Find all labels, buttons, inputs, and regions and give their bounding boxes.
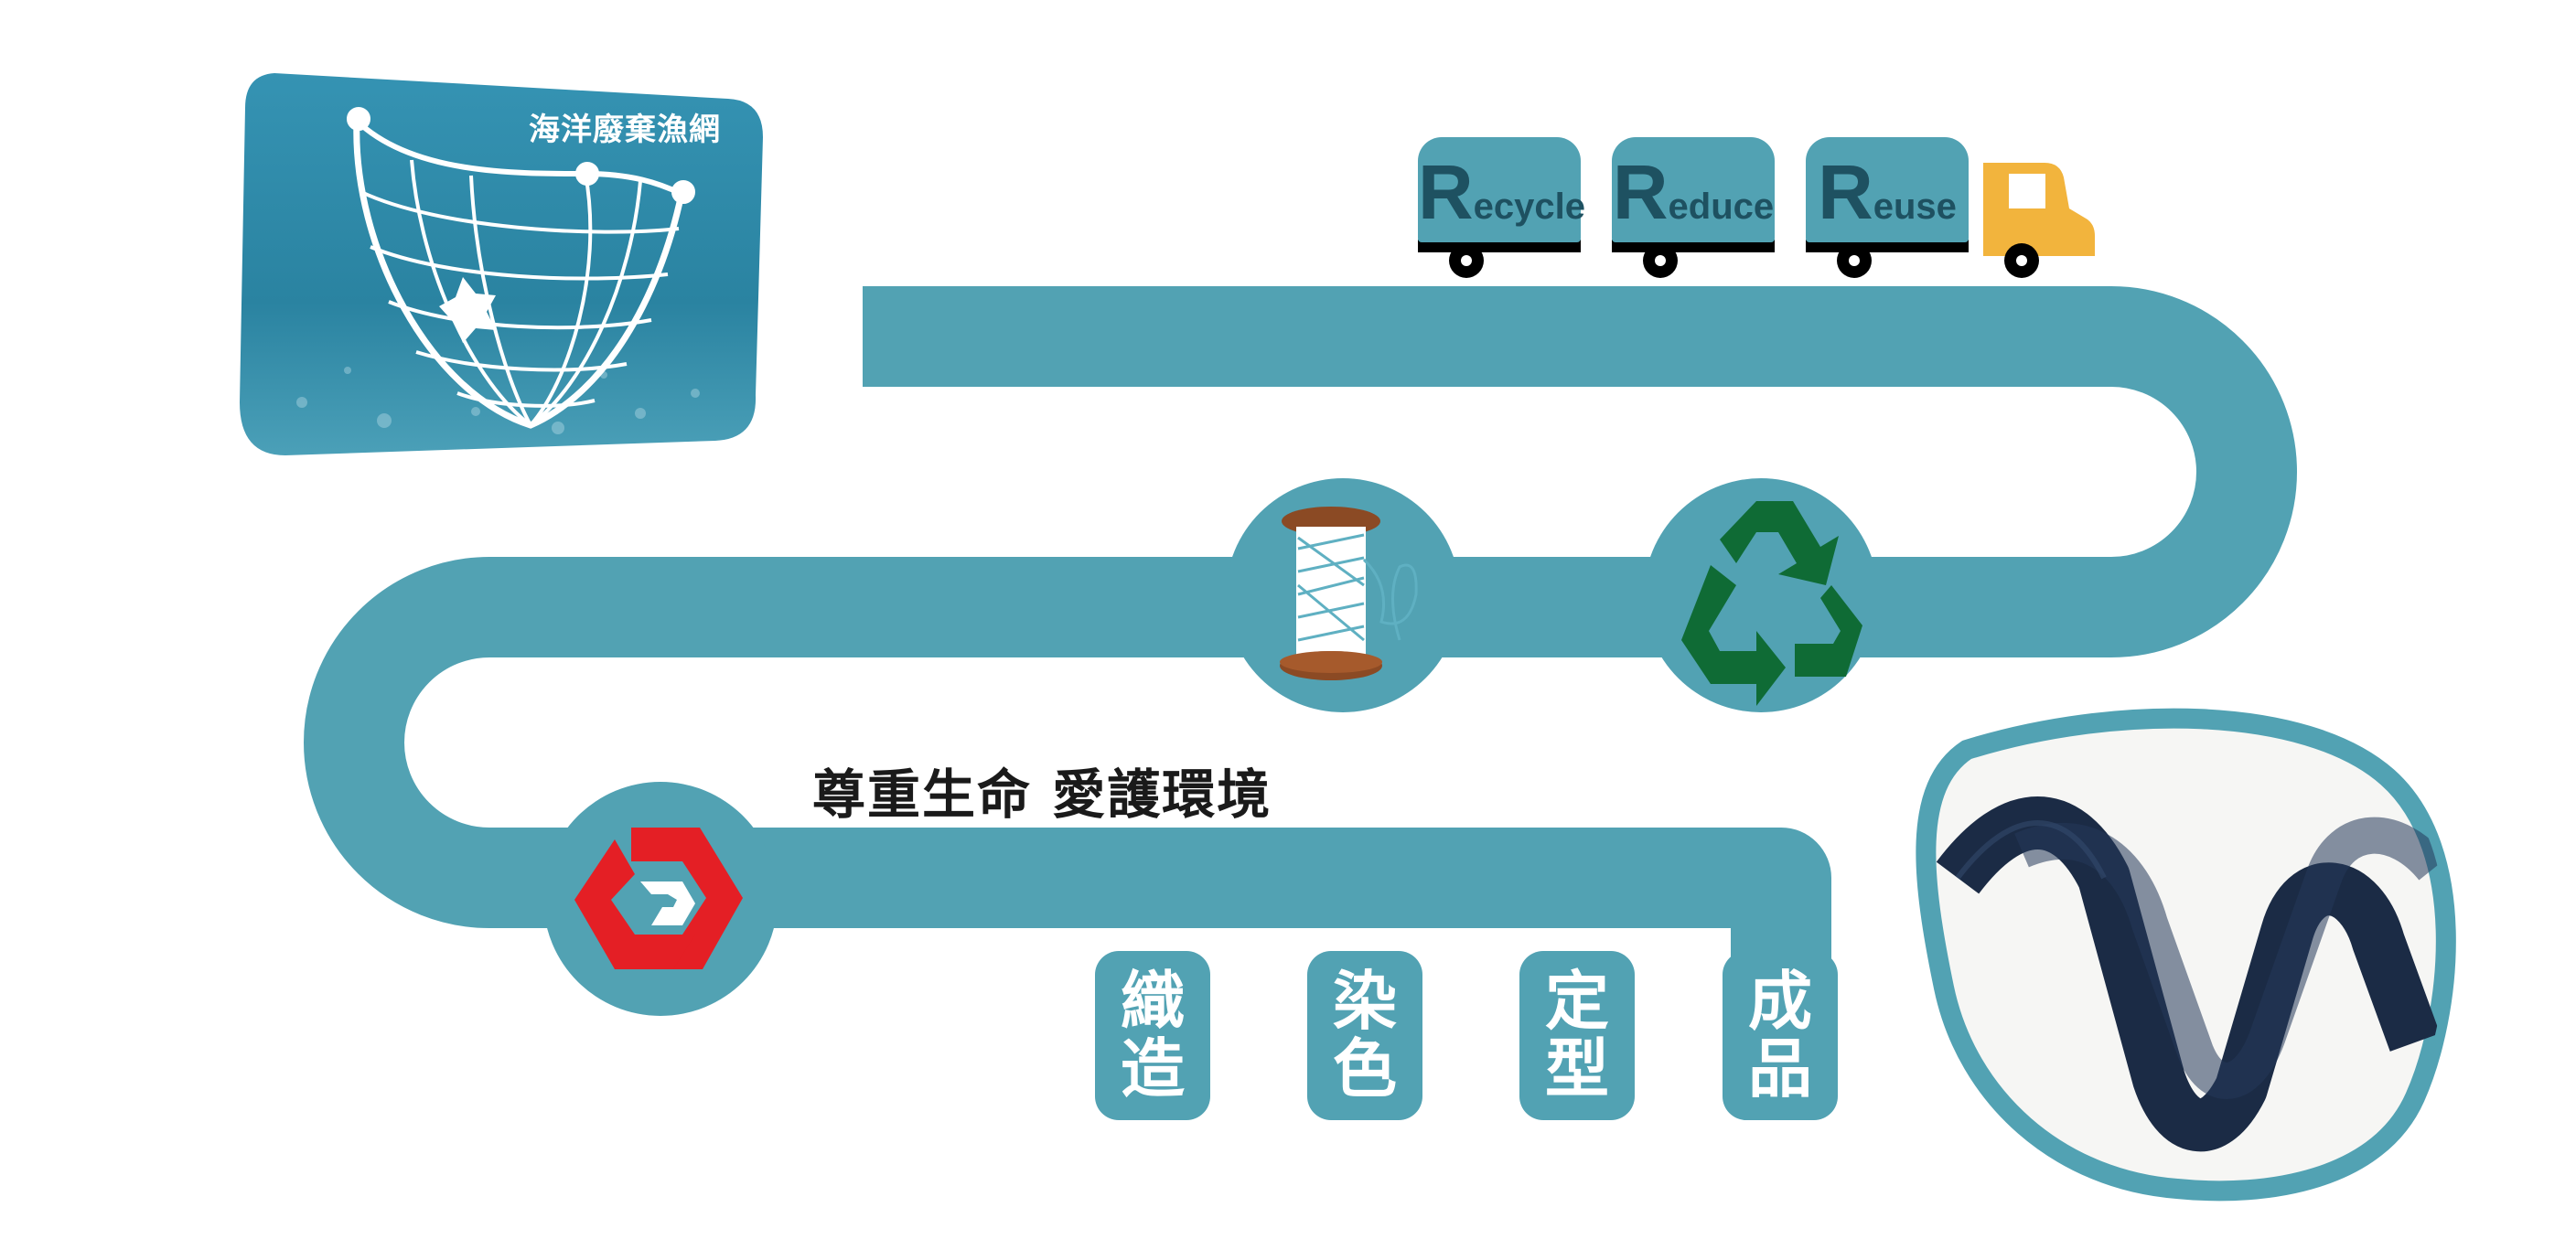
- thread-spool-icon: [1280, 507, 1418, 680]
- fishing-net-icon: [347, 107, 695, 429]
- step-label: 織造: [1121, 964, 1185, 1106]
- step-dyeing: 染色: [1307, 951, 1422, 1120]
- winding-path: [304, 286, 2297, 960]
- brand-node: [543, 782, 778, 1016]
- step-label: 成品: [1748, 964, 1812, 1106]
- recycle-node: [1644, 478, 1878, 712]
- cargo-rest: ecycle: [1473, 187, 1586, 227]
- fishing-net-card: [240, 73, 763, 455]
- brand-logo-icon: [574, 828, 743, 969]
- cargo-rest: educe: [1668, 187, 1775, 227]
- cargo-initial: R: [1418, 149, 1474, 235]
- cargo-word-reduce: Reduce: [1612, 148, 1775, 237]
- strap-product-frame: [1916, 708, 2456, 1202]
- thread-spool-node: [1226, 478, 1460, 712]
- slogan-text: 尊重生命 愛護環境: [812, 764, 1272, 826]
- cargo-word-reuse: Reuse: [1806, 148, 1969, 237]
- cargo-box-reuse: Reuse: [1806, 137, 1969, 242]
- cargo-box-recycle: Recycle: [1418, 137, 1585, 242]
- step-label: 染色: [1333, 964, 1397, 1106]
- cargo-word-recycle: Recycle: [1418, 148, 1585, 237]
- step-finished-product: 成品: [1723, 951, 1838, 1120]
- hook-loop-strap-image: [1936, 796, 2446, 1152]
- step-label: 定型: [1545, 964, 1609, 1106]
- cargo-initial: R: [1818, 149, 1873, 235]
- recycle-icon: [1681, 501, 1862, 706]
- step-setting: 定型: [1519, 951, 1635, 1120]
- truck-icon: [1418, 163, 2095, 278]
- step-weaving: 織造: [1095, 951, 1210, 1120]
- fishing-net-label: 海洋廢棄漁網: [529, 112, 721, 148]
- cargo-rest: euse: [1873, 187, 1957, 227]
- cargo-box-reduce: Reduce: [1612, 137, 1775, 242]
- cargo-initial: R: [1612, 149, 1669, 235]
